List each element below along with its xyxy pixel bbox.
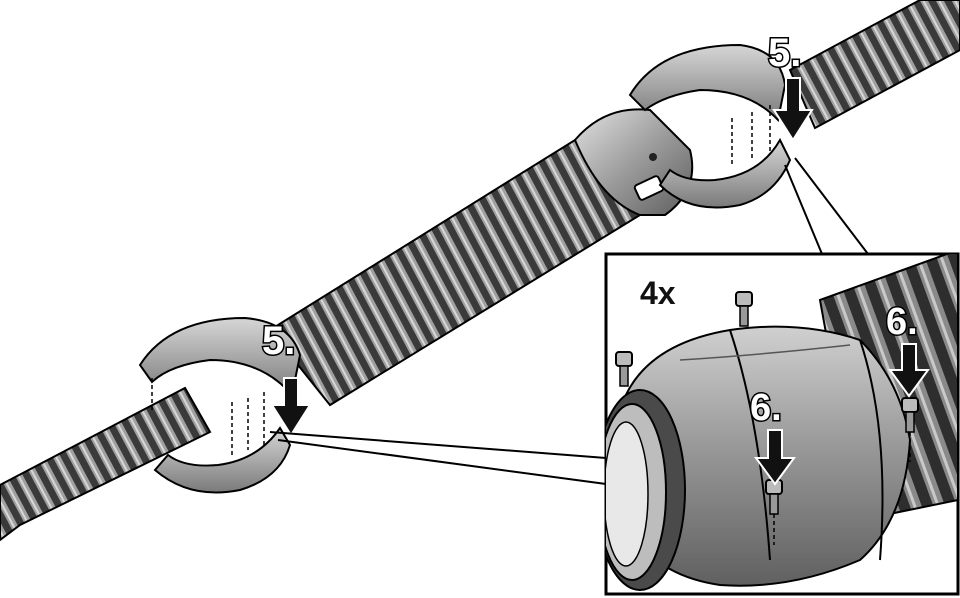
hose-right-segment xyxy=(788,0,960,130)
down-arrow-icon xyxy=(888,343,930,398)
clamp-left-lower-half xyxy=(153,426,292,494)
step-label-5-top: 5. xyxy=(768,31,801,75)
screw-icon xyxy=(615,351,633,387)
clamp-right-upper-half xyxy=(628,43,787,123)
hose-middle-segment xyxy=(268,138,642,407)
screw-icon xyxy=(735,291,753,327)
hose-left-segment xyxy=(0,386,212,542)
sleeve-marker-icon xyxy=(649,153,657,161)
clamp-left xyxy=(138,316,302,494)
screw-icon xyxy=(765,479,783,545)
clamp-right-lower-half xyxy=(658,137,792,209)
quantity-label: 4x xyxy=(640,275,676,311)
step-label-6-inset-right: 6. xyxy=(886,301,918,343)
down-arrow-icon xyxy=(772,77,814,142)
step-label-6-inset-left: 6. xyxy=(750,387,782,429)
step-label-5-left: 5. xyxy=(262,319,295,363)
callout-lines xyxy=(269,157,869,485)
clamp-left-upper-half xyxy=(138,316,302,398)
down-arrow-icon xyxy=(754,429,796,486)
detail-inset: 4x 6. 6. xyxy=(604,252,960,596)
clamp-right xyxy=(628,43,792,209)
down-arrow-icon xyxy=(270,377,312,437)
screw-icon xyxy=(901,397,919,462)
